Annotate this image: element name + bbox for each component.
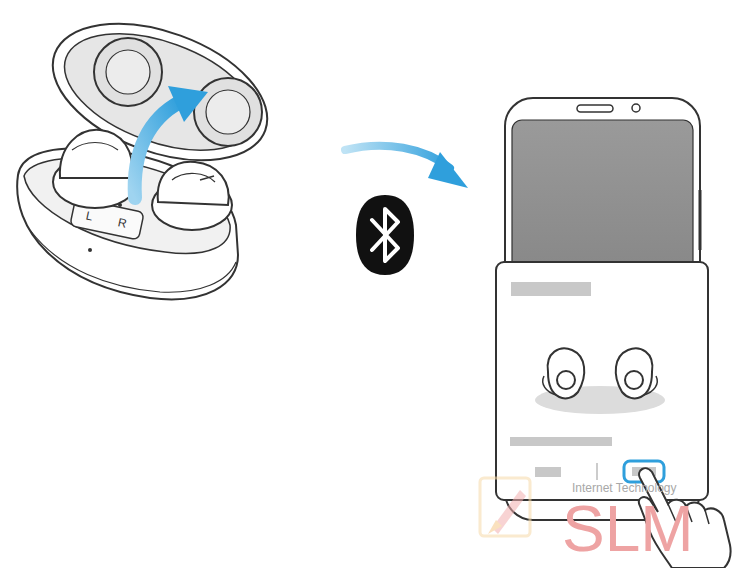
watermark-text: SLM [562, 497, 694, 561]
transfer-arrow [345, 146, 468, 188]
open-arrow [135, 86, 208, 198]
case-lid [34, 0, 286, 187]
pairing-popup [496, 262, 708, 500]
watermark-text: Internet Technology [572, 482, 677, 494]
watermark-logo [480, 478, 530, 536]
bluetooth-icon [356, 195, 414, 275]
